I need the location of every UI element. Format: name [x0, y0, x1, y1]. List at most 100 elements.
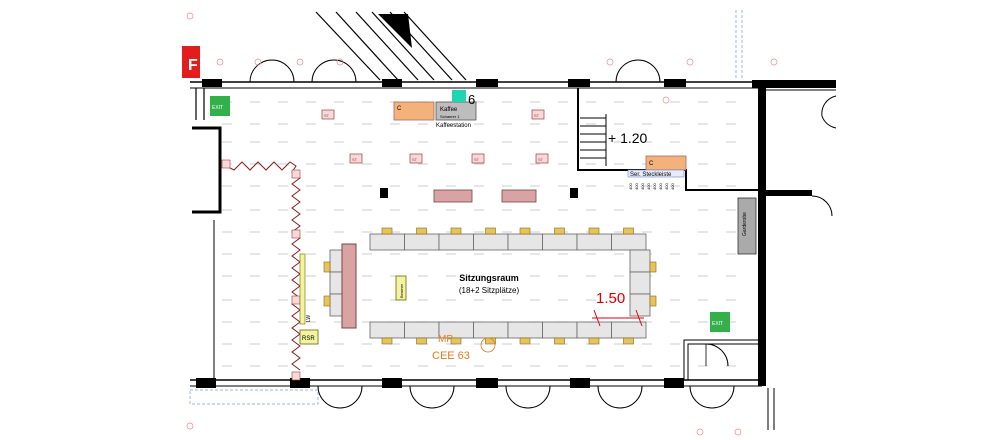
table-bottom: [611, 321, 647, 339]
st-label: ST: [534, 113, 540, 118]
chair: [554, 337, 565, 345]
cable-run: [225, 161, 301, 371]
stair-arrow: [378, 14, 412, 48]
chair: [623, 227, 634, 235]
chair: [519, 337, 531, 345]
socket-value: 400: [628, 183, 633, 190]
lw-strip: [299, 253, 306, 325]
cee-bottom-label: CEE 63: [432, 350, 470, 362]
socket-strip-label: Ser. Steckleiste: [630, 172, 672, 178]
st-box: [349, 153, 363, 164]
rsr-box: [299, 329, 319, 345]
chair: [649, 261, 657, 273]
beamer: [395, 275, 407, 301]
table-top: [542, 233, 578, 251]
chair: [323, 261, 331, 273]
st-box: [409, 153, 423, 164]
lw-label: LW: [306, 315, 312, 322]
beamer-label: Beamer: [399, 283, 404, 298]
table-top: [611, 233, 647, 251]
chair: [623, 337, 634, 345]
counter-number: 6: [468, 92, 475, 107]
chair: [381, 227, 393, 235]
stage-counter-c-label: C: [649, 161, 654, 167]
garderobe: [737, 197, 757, 255]
socket-value: 400: [640, 183, 645, 190]
chair: [416, 227, 427, 235]
chair: [554, 227, 565, 235]
top-doors: [249, 59, 661, 83]
bottom-wall: [190, 378, 762, 388]
exit-sign-right-label: EXIT: [712, 321, 723, 327]
exit-sign-left: EXIT: [210, 96, 230, 116]
table-bottom: [473, 321, 509, 339]
cable-junction: [291, 295, 301, 305]
st-box: [471, 153, 485, 164]
chair: [416, 337, 427, 345]
socket-value: 400: [658, 183, 663, 190]
socket-strip: [627, 169, 685, 178]
coffee-sub-label: Schaerer 1: [440, 114, 460, 119]
rsr-label: RSR: [302, 336, 315, 342]
stage-table-2: [501, 189, 537, 203]
st-label: ST: [474, 157, 480, 162]
conference-chairs: [323, 227, 657, 345]
black-markers: [380, 188, 578, 198]
dimension-mark: [592, 309, 644, 327]
chair: [519, 227, 531, 235]
socket-value: 400: [652, 183, 657, 190]
table-bottom: [404, 321, 440, 339]
cable-junction: [291, 371, 301, 381]
st-box: [321, 109, 335, 120]
coffee-label: Kaffee: [440, 107, 458, 113]
crosshair-markers: [186, 12, 778, 436]
cee-top-label: MP: [438, 334, 453, 345]
table-top: [369, 233, 405, 251]
cable-junction: [291, 229, 301, 239]
table-bottom: [542, 321, 578, 339]
cable-junction: [291, 169, 301, 179]
table-top: [473, 233, 509, 251]
table-right: [629, 293, 651, 317]
table-top: [438, 233, 474, 251]
cee-socket-icon: [480, 337, 496, 353]
red-marker: [182, 46, 200, 78]
right-wall: [735, 10, 837, 430]
chair: [588, 337, 600, 345]
chair: [450, 227, 462, 235]
room-capacity: (18+2 Sitzplätze): [459, 286, 520, 295]
st-label: ST: [538, 157, 544, 162]
st-label: ST: [412, 157, 418, 162]
red-marker-letter: F: [188, 57, 198, 74]
lectern: [341, 243, 357, 329]
coffee-counter: [393, 101, 435, 121]
chair: [485, 227, 496, 235]
table-top: [576, 233, 612, 251]
chair: [450, 337, 462, 345]
counter-c-label: C: [397, 106, 402, 112]
left-wall: [192, 88, 222, 378]
cable-junction: [221, 159, 231, 169]
table-bottom: [576, 321, 612, 339]
table-bottom: [507, 321, 543, 339]
chair: [649, 295, 657, 307]
table-top: [507, 233, 543, 251]
bottom-doors: [317, 385, 735, 409]
socket-value: 400: [646, 183, 651, 190]
chair: [381, 337, 393, 345]
chair: [323, 295, 331, 307]
exit-sign-right: EXIT: [710, 312, 730, 332]
bottom-dashed-strip: [189, 389, 319, 405]
garderobe-label: Garderobe: [742, 212, 748, 236]
socket-value: 400: [664, 183, 669, 190]
conference-tables: [329, 233, 651, 339]
table-top: [404, 233, 440, 251]
st-box: [531, 109, 545, 120]
exit-sign-left-label: EXIT: [212, 105, 223, 111]
socket-value: 400: [634, 183, 639, 190]
stage-height-label: + 1.20: [608, 130, 648, 146]
st-box: [535, 153, 549, 164]
